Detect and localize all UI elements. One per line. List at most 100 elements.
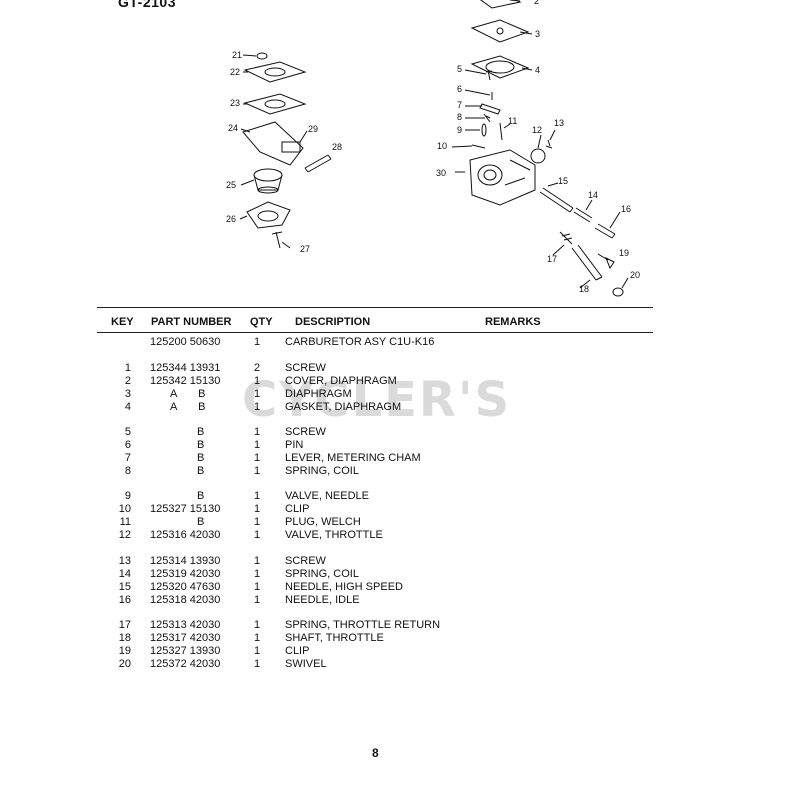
row-qty: 1: [253, 645, 261, 657]
row-part-number: B: [197, 439, 205, 451]
row-qty: 2: [253, 362, 261, 374]
part-9-shape: [481, 123, 487, 137]
row-key: 10: [118, 503, 131, 515]
part-25-shape: [253, 168, 283, 182]
part-26-shape: [246, 201, 291, 229]
header-description: DESCRIPTION: [295, 316, 371, 328]
callout-11: 11: [508, 116, 517, 126]
row-part-number: 125314 13930: [150, 555, 221, 567]
row-key: 12: [118, 529, 131, 541]
part-17-shape: [559, 231, 573, 245]
row-part-number: 125372 42030: [150, 658, 221, 670]
row-description: CLIP: [285, 645, 310, 657]
row-qty: 1: [253, 632, 261, 644]
callout-9: 9: [457, 125, 462, 135]
part-5-shape: [485, 69, 493, 81]
row-key: 1: [124, 362, 131, 374]
part-23-shape: [243, 93, 307, 115]
header-key: KEY: [111, 316, 134, 328]
part-20-shape: [612, 287, 624, 297]
exploded-parts-diagram: 21 22 23 24 29 28 25 26 27 2 3 4 5 6 7 8…: [226, 0, 640, 297]
part-21-shape: [256, 52, 268, 60]
row-qty: 1: [253, 555, 261, 567]
part-27-shape: [271, 231, 283, 249]
part-8-shape: [483, 113, 491, 123]
callout-13: 13: [554, 118, 564, 128]
row-key: 8: [124, 465, 131, 477]
part-15-shape: [539, 187, 574, 213]
row-key: 19: [118, 645, 131, 657]
part-13-shape: [545, 139, 553, 149]
part-19-shape: [605, 256, 615, 270]
part-4-shape: [470, 55, 530, 79]
row-qty: 1: [253, 375, 261, 387]
callout-25: 25: [226, 180, 236, 190]
part-3-shape: [470, 19, 530, 43]
callout-22: 22: [230, 67, 240, 77]
callout-24: 24: [228, 123, 238, 133]
row-key: 3: [124, 388, 131, 400]
row-description: SHAFT, THROTTLE: [285, 632, 384, 644]
row-qty: 1: [253, 581, 261, 593]
part-10-shape: [471, 144, 486, 149]
callout-6: 6: [457, 84, 462, 94]
callout-15: 15: [558, 176, 568, 186]
part-22-shape: [243, 61, 307, 83]
row-description: NEEDLE, IDLE: [285, 594, 360, 606]
row-key: 11: [119, 516, 131, 528]
row-part-number: 125317 42030: [150, 632, 221, 644]
watermark: CYCLER'S: [242, 372, 512, 428]
part-7-shape: [479, 103, 501, 115]
callout-30: 30: [436, 168, 446, 178]
callout-5: 5: [457, 64, 462, 74]
row-qty: 1: [253, 401, 261, 413]
row-qty: 1: [253, 388, 261, 400]
row-description: SPRING, THROTTLE RETURN: [285, 619, 441, 631]
row-part-number: 125342 15130: [150, 375, 221, 387]
callout-23: 23: [230, 98, 240, 108]
row-description: VALVE, NEEDLE: [285, 490, 369, 502]
part-16-shape: [594, 223, 616, 239]
row-key: 13: [118, 555, 131, 567]
row-description: LEVER, METERING CHAM: [285, 452, 421, 464]
row-part-number: 125318 42030: [150, 594, 221, 606]
row-qty: 1: [253, 619, 261, 631]
row-key: 17: [118, 619, 131, 631]
row-key: 14: [118, 568, 131, 580]
row-qty: 1: [253, 529, 261, 541]
row-qty: 1: [253, 568, 261, 580]
row-part-number: 125313 42030: [150, 619, 221, 631]
row-part-number: B: [197, 516, 205, 528]
row-part-number: 125344 13931: [150, 362, 221, 374]
row-qty: 1: [253, 439, 261, 451]
callout-3: 3: [535, 29, 540, 39]
callout-4: 4: [535, 65, 540, 75]
row-description: GASKET, DIAPHRAGM: [285, 401, 402, 413]
row-description: NEEDLE, HIGH SPEED: [285, 581, 403, 593]
row-qty: 1: [253, 658, 261, 670]
row-part-number: B: [197, 465, 205, 477]
row-key: 15: [118, 581, 131, 593]
callout-29: 29: [308, 124, 318, 134]
callout-17: 17: [547, 254, 557, 264]
row-part-number: 125320 47630: [150, 581, 221, 593]
callout-20: 20: [630, 270, 640, 280]
row-part-number: A B: [170, 401, 206, 413]
row-qty: 1: [253, 426, 261, 438]
part-18-shape: [571, 244, 603, 281]
callout-8: 8: [457, 112, 462, 122]
table-header-rule: [97, 332, 653, 333]
table-top-rule: [97, 307, 653, 308]
part-11-shape: [499, 122, 503, 141]
callout-10: 10: [437, 141, 447, 151]
row-description: SWIVEL: [285, 658, 327, 670]
row-part-number: 125319 42030: [150, 568, 221, 580]
row-description: SPRING, COIL: [285, 568, 359, 580]
row-part-number: 125200 50630: [150, 336, 221, 348]
part-24-shape: [242, 121, 304, 166]
callout-19: 19: [619, 248, 629, 258]
header-part-number: PART NUMBER: [151, 316, 232, 328]
row-key: 20: [118, 658, 131, 670]
row-part-number: 125327 13930: [150, 645, 221, 657]
row-description: DIAPHRAGM: [285, 388, 352, 400]
